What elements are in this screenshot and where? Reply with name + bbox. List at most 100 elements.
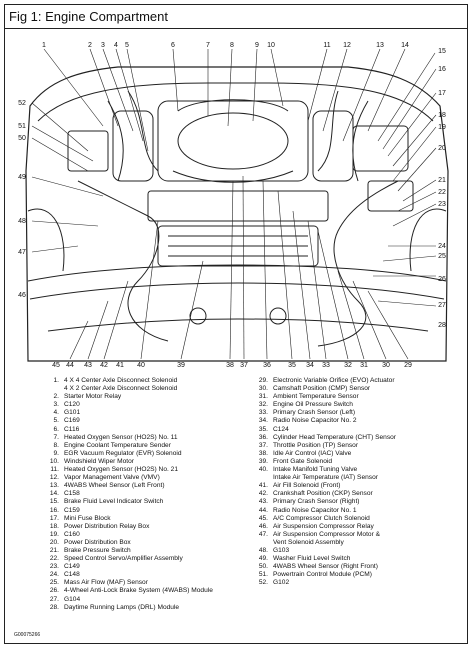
legend-text: C116 bbox=[64, 425, 80, 433]
legend-item: 16.C159 bbox=[44, 507, 213, 515]
legend-item: 4. G101 bbox=[44, 409, 213, 417]
legend-item: 32.Engine Oil Pressure Switch bbox=[253, 401, 396, 409]
callout-16: 16 bbox=[438, 66, 446, 73]
legend-item: 31. Ambient Temperature Sensor bbox=[253, 393, 396, 401]
legend-number: 9. bbox=[53, 449, 60, 457]
legend-text: Primary Crash Sensor (Right) bbox=[273, 498, 360, 506]
legend-text: Camshaft Position (CMP) Sensor bbox=[273, 385, 371, 393]
callout-29: 29 bbox=[404, 362, 412, 369]
callout-36: 36 bbox=[263, 362, 271, 369]
legend-number: 48. bbox=[258, 546, 268, 554]
legend-number: 31. bbox=[258, 393, 268, 401]
legend-text: Intake Manifold Tuning Valve bbox=[273, 466, 358, 474]
legend-item: 50. 4WABS Wheel Sensor (Right Front) bbox=[253, 563, 396, 571]
legend-number: 8. bbox=[53, 441, 60, 449]
legend-text: EGR Vacuum Regulator (EVR) Solenoid bbox=[64, 449, 182, 457]
callout-4: 4 bbox=[114, 42, 118, 49]
legend-item: 43. Primary Crash Sensor (Right) bbox=[253, 498, 396, 506]
legend-number: 51. bbox=[258, 571, 268, 579]
callout-33: 33 bbox=[322, 362, 330, 369]
legend-item: 23. C149 bbox=[44, 563, 213, 571]
legend-item: 29.Electronic Variable Orifice (EVO) Act… bbox=[253, 377, 396, 385]
legend-item: Intake Air Temperature (IAT) Sensor bbox=[253, 474, 396, 482]
legend-text: Throttle Position (TP) Sensor bbox=[273, 441, 359, 449]
legend-text: Air Suspension Compressor Relay bbox=[273, 522, 374, 530]
legend-number: 11. bbox=[50, 466, 59, 474]
legend-text: C120 bbox=[64, 401, 80, 409]
legend-number: 23. bbox=[49, 563, 59, 571]
legend-text: 4WABS Wheel Sensor (Left Front) bbox=[64, 482, 165, 490]
legend-item: 51.Powertrain Control Module (PCM) bbox=[253, 571, 396, 579]
legend-text: G101 bbox=[64, 409, 81, 417]
legend-number: 15. bbox=[49, 498, 59, 506]
legend-number bbox=[253, 539, 268, 547]
callout-47: 47 bbox=[18, 249, 26, 256]
legend-item: 27.G104 bbox=[44, 596, 213, 604]
legend-number: 43. bbox=[258, 498, 268, 506]
legend-number: 20. bbox=[49, 538, 59, 546]
legend-number: 27. bbox=[49, 595, 59, 603]
leader-lines bbox=[31, 48, 437, 360]
figure-frame bbox=[4, 4, 468, 644]
legend-text: 4WABS Wheel Sensor (Right Front) bbox=[273, 563, 378, 571]
legend-number: 12. bbox=[49, 474, 59, 482]
legend-text: C169 bbox=[64, 417, 80, 425]
legend-item: 25. Mass Air Flow (MAF) Sensor bbox=[44, 579, 213, 587]
legend-item: 46.Air Suspension Compressor Relay bbox=[253, 523, 396, 531]
legend-text: Brake Pressure Switch bbox=[64, 546, 131, 554]
callout-10: 10 bbox=[267, 42, 275, 49]
legend-text: Front Gate Solenoid bbox=[273, 457, 333, 465]
callout-1: 1 bbox=[42, 42, 46, 49]
legend-number: 24. bbox=[49, 571, 59, 579]
figure-title: Fig 1: Engine Compartment bbox=[9, 9, 168, 24]
callout-27: 27 bbox=[438, 302, 446, 309]
legend-text: Cylinder Head Temperature (CHT) Sensor bbox=[273, 433, 397, 441]
legend-text: C149 bbox=[64, 563, 80, 571]
callout-43: 43 bbox=[84, 362, 92, 369]
legend-text: C159 bbox=[64, 506, 80, 514]
legend-number: 40. bbox=[258, 466, 268, 474]
legend-text: C124 bbox=[273, 425, 289, 433]
callout-7: 7 bbox=[206, 42, 210, 49]
legend-item: 6. C116 bbox=[44, 426, 213, 434]
legend-item: 11.Heated Oxygen Sensor (HO2S) No. 21 bbox=[44, 466, 213, 474]
legend-number: 50. bbox=[258, 563, 268, 571]
legend-number: 4. bbox=[53, 409, 60, 417]
legend-item: 34.Radio Noise Capacitor No. 2 bbox=[253, 417, 396, 425]
legend-text: C148 bbox=[64, 571, 80, 579]
legend-text: Engine Coolant Temperature Sender bbox=[64, 441, 171, 449]
legend-text: Radio Noise Capacitor No. 2 bbox=[273, 417, 357, 425]
legend-text: Ambient Temperature Sensor bbox=[273, 393, 359, 401]
legend-text: C158 bbox=[64, 490, 80, 498]
legend-item: 9. EGR Vacuum Regulator (EVR) Solenoid bbox=[44, 450, 213, 458]
legend-number: 6. bbox=[53, 425, 60, 433]
legend-number bbox=[44, 385, 59, 393]
callout-38: 38 bbox=[226, 362, 234, 369]
legend-number: 5. bbox=[53, 417, 60, 425]
callout-49: 49 bbox=[18, 174, 26, 181]
legend-text: 4 X 4 Center Axle Disconnect Solenoid bbox=[64, 377, 178, 384]
legend-text: Primary Crash Sensor (Left) bbox=[273, 409, 356, 417]
legend-number: 25. bbox=[49, 579, 59, 587]
legend-text: 4 X 2 Center Axle Disconnect Solenoid bbox=[64, 385, 178, 393]
legend-number bbox=[253, 474, 268, 482]
legend-text: Mass Air Flow (MAF) Sensor bbox=[64, 579, 148, 587]
legend-item: 33.Primary Crash Sensor (Left) bbox=[253, 409, 396, 417]
legend-text: C160 bbox=[64, 530, 80, 538]
legend-item: 37. Throttle Position (TP) Sensor bbox=[253, 442, 396, 450]
legend-number: 37. bbox=[258, 441, 268, 449]
legend-item: 20.Power Distribution Box bbox=[44, 539, 213, 547]
legend-text: 4-Wheel Anti-Lock Brake System (4WABS) M… bbox=[64, 587, 213, 595]
legend-item: 52.G102 bbox=[253, 579, 396, 587]
legend-text: Starter Motor Relay bbox=[64, 393, 122, 401]
legend-number: 14. bbox=[49, 490, 59, 498]
legend-text: Radio Noise Capacitor No. 1 bbox=[273, 506, 357, 514]
legend-text: Washer Fluid Level Switch bbox=[273, 555, 351, 563]
legend-number: 32. bbox=[258, 401, 268, 409]
legend-number: 42. bbox=[258, 490, 268, 498]
legend-text: A/C Compressor Clutch Solenoid bbox=[273, 514, 370, 522]
legend-number: 28. bbox=[49, 603, 59, 611]
legend-number: 10. bbox=[49, 457, 59, 465]
legend-number: 3. bbox=[53, 401, 60, 409]
legend-item: 1.4 X 4 Center Axle Disconnect Solenoid bbox=[44, 377, 213, 385]
